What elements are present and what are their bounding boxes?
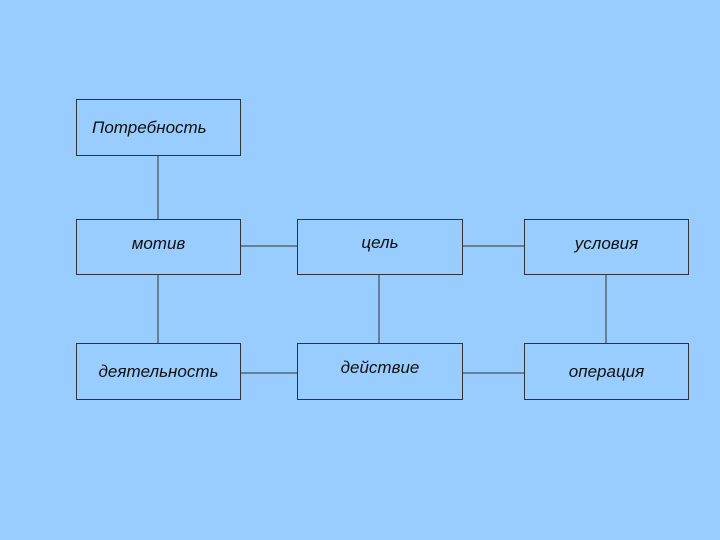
- node-need: Потребность: [76, 99, 241, 156]
- node-need-label: Потребность: [92, 117, 207, 137]
- node-activity-label: деятельность: [98, 361, 219, 381]
- node-goal: цель: [297, 219, 463, 275]
- node-action-label: действие: [340, 357, 420, 377]
- node-conditions: условия: [524, 219, 689, 275]
- node-goal-label: цель: [361, 233, 399, 252]
- node-operation: операция: [524, 343, 689, 400]
- node-operation-label: операция: [568, 361, 645, 381]
- node-motive-label: мотив: [131, 234, 186, 253]
- node-action: действие: [297, 343, 463, 400]
- node-conditions-label: условия: [574, 234, 639, 253]
- node-activity: деятельность: [76, 343, 241, 400]
- node-motive: мотив: [76, 219, 241, 275]
